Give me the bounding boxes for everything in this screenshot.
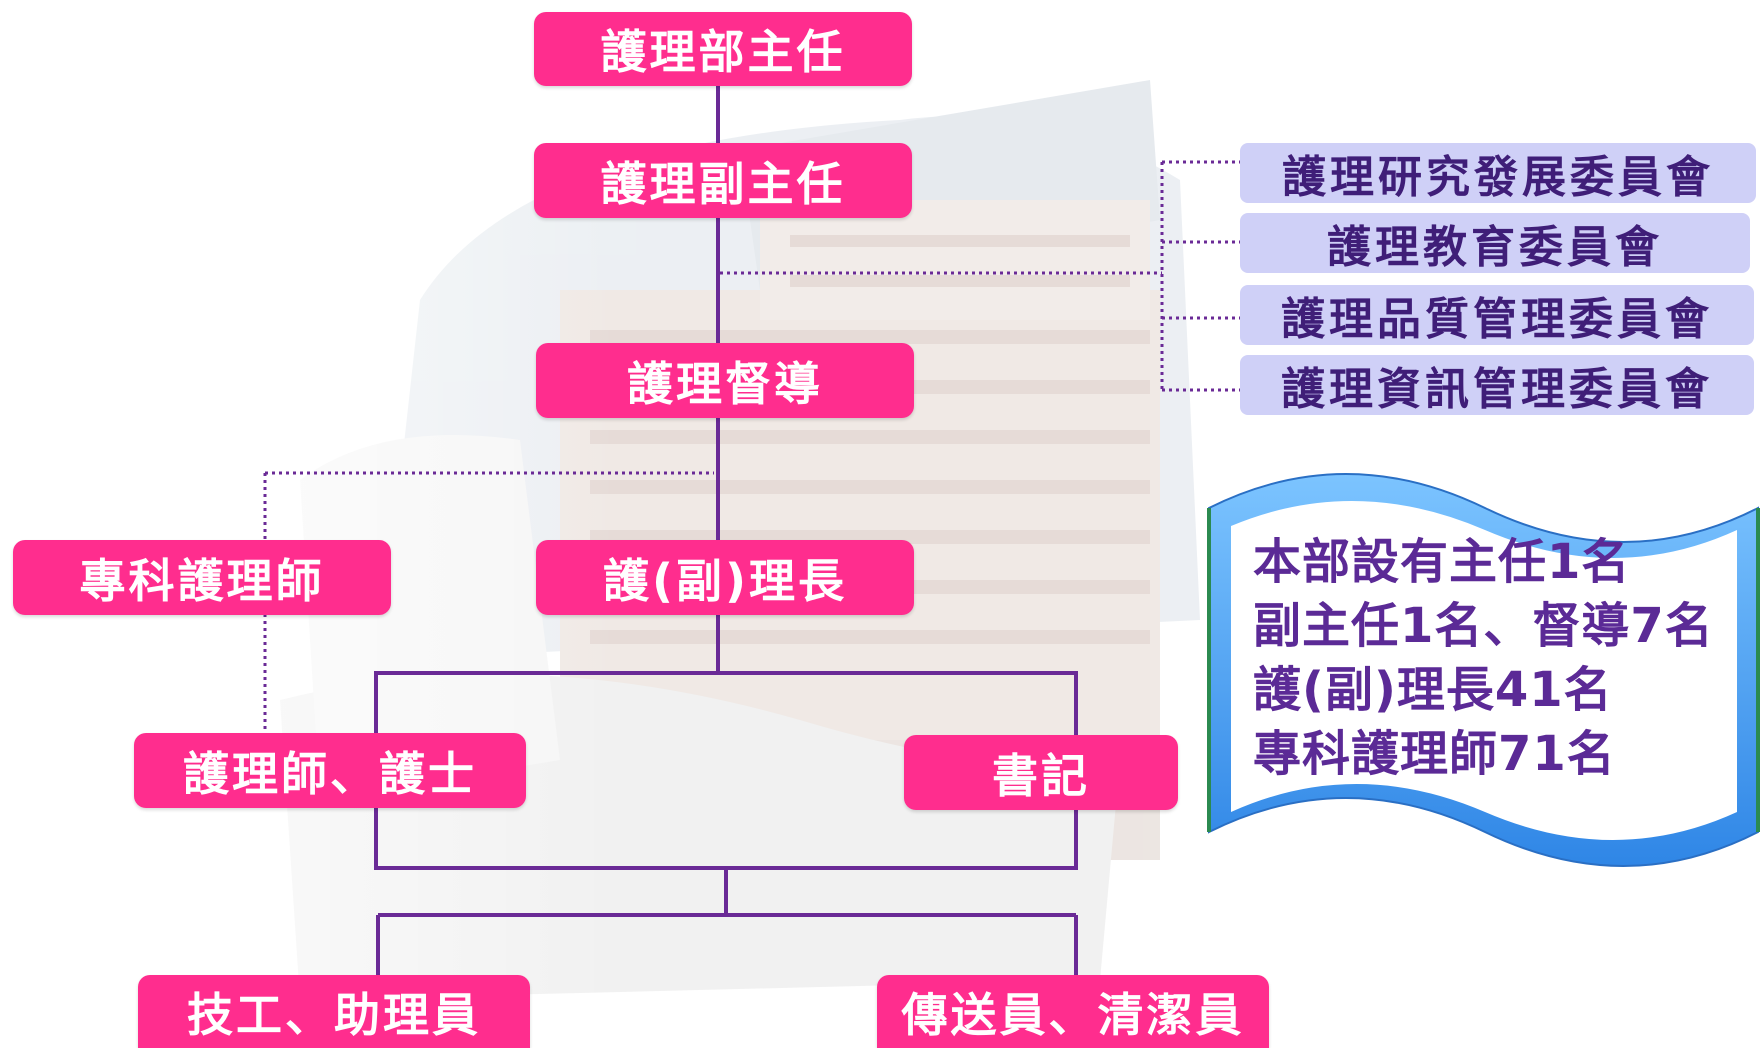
committee-quality: 護理品質管理委員會 <box>1240 285 1754 345</box>
node-technicians: 技工、助理員 <box>138 975 530 1048</box>
node-deputy-director: 護理副主任 <box>534 143 912 218</box>
committee-education: 護理教育委員會 <box>1240 213 1750 273</box>
node-supervisor: 護理督導 <box>536 343 914 418</box>
node-transport-cleaning: 傳送員、清潔員 <box>877 975 1269 1048</box>
summary-line: 本部設有主任1名 <box>1253 534 1631 590</box>
wavy-frame <box>1207 473 1760 867</box>
node-clerk: 書記 <box>904 735 1178 810</box>
node-nurse-practitioner: 專科護理師 <box>13 540 391 615</box>
summary-text: 本部設有主任1名 副主任1名、督導7名 護(副)理長41名 專科護理師71名 <box>1253 530 1762 786</box>
node-director: 護理部主任 <box>534 12 912 86</box>
node-nurses: 護理師、護士 <box>134 733 526 808</box>
summary-line: 護(副)理長41名 <box>1253 662 1613 718</box>
summary-line: 副主任1名、督導7名 <box>1253 598 1714 654</box>
node-head-nurse: 護(副)理長 <box>536 540 914 615</box>
summary-line: 專科護理師71名 <box>1253 726 1616 782</box>
staff-summary-scroll: 本部設有主任1名 副主任1名、督導7名 護(副)理長41名 專科護理師71名 <box>1205 460 1762 870</box>
committee-research: 護理研究發展委員會 <box>1240 143 1756 203</box>
committee-informatics: 護理資訊管理委員會 <box>1240 355 1754 415</box>
